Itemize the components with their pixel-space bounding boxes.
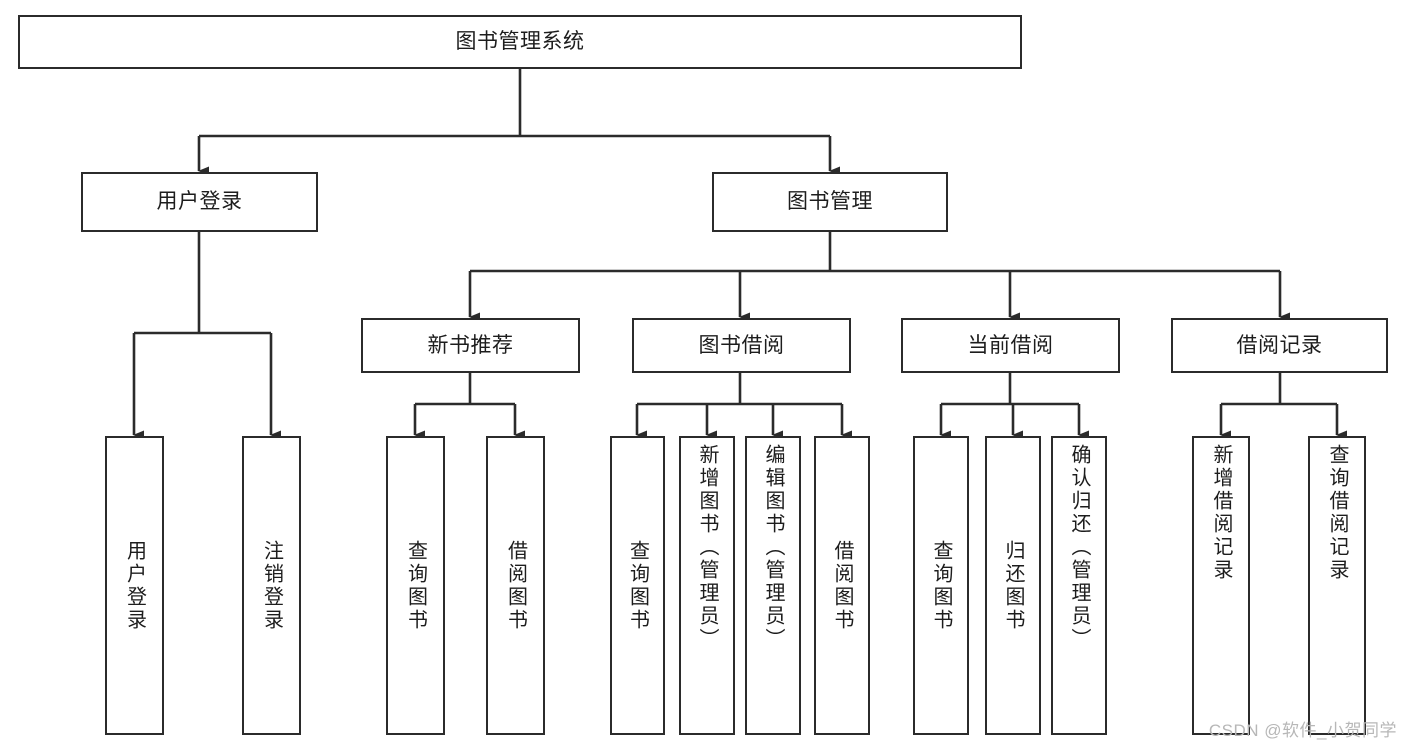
node-label: 查询图书 xyxy=(404,539,427,632)
node-book-manage[interactable]: 图书管理 xyxy=(712,172,948,232)
node-label: 用户登录 xyxy=(156,190,243,214)
node-label: 借阅图书 xyxy=(504,539,527,632)
node-label: 新书推荐 xyxy=(427,333,514,357)
node-label: 当前借阅 xyxy=(967,333,1054,357)
leaf-leaf-query-book-2[interactable]: 查询图书 xyxy=(610,436,665,735)
node-label: 图书管理 xyxy=(787,190,873,214)
leaf-leaf-borrow-book-2[interactable]: 借阅图书 xyxy=(814,436,870,735)
leaf-leaf-return-book[interactable]: 归还图书 xyxy=(985,436,1041,735)
node-label: 查询图书 xyxy=(930,539,952,632)
leaf-leaf-confirm-return-admin[interactable]: 确认归还（管理员） xyxy=(1051,436,1107,735)
node-label: 确认归还（管理员） xyxy=(1068,444,1090,651)
node-root[interactable]: 图书管理系统 xyxy=(18,15,1022,69)
leaf-leaf-add-borrow-record[interactable]: 新增借阅记录 xyxy=(1192,436,1250,735)
node-label: 图书借阅 xyxy=(698,333,785,357)
node-current-borrow[interactable]: 当前借阅 xyxy=(901,318,1120,373)
node-borrow-record[interactable]: 借阅记录 xyxy=(1171,318,1388,373)
leaf-leaf-edit-book-admin[interactable]: 编辑图书（管理员） xyxy=(745,436,801,735)
leaf-leaf-borrow-book-1[interactable]: 借阅图书 xyxy=(486,436,545,735)
leaf-leaf-query-book-3[interactable]: 查询图书 xyxy=(913,436,969,735)
node-new-book-recommend[interactable]: 新书推荐 xyxy=(361,318,580,373)
leaf-leaf-user-logout[interactable]: 注销登录 xyxy=(242,436,301,735)
connector-group xyxy=(132,69,1347,440)
node-label: 用户登录 xyxy=(123,539,146,632)
node-label: 查询借阅记录 xyxy=(1326,444,1348,582)
node-label: 新增借阅记录 xyxy=(1210,444,1232,582)
node-label: 编辑图书（管理员） xyxy=(762,444,784,651)
node-label: 归还图书 xyxy=(1002,539,1024,632)
node-label: 借阅记录 xyxy=(1236,333,1323,357)
leaf-leaf-query-book-1[interactable]: 查询图书 xyxy=(386,436,445,735)
node-label: 新增图书（管理员） xyxy=(696,444,718,651)
node-label: 查询图书 xyxy=(626,539,649,632)
node-label: 注销登录 xyxy=(260,539,283,632)
leaf-leaf-add-book-admin[interactable]: 新增图书（管理员） xyxy=(679,436,735,735)
node-label: 借阅图书 xyxy=(831,539,853,632)
node-book-borrow[interactable]: 图书借阅 xyxy=(632,318,851,373)
node-user-login[interactable]: 用户登录 xyxy=(81,172,318,232)
leaf-leaf-user-login[interactable]: 用户登录 xyxy=(105,436,164,735)
leaf-leaf-query-borrow-record[interactable]: 查询借阅记录 xyxy=(1308,436,1366,735)
node-label: 图书管理系统 xyxy=(455,30,585,54)
